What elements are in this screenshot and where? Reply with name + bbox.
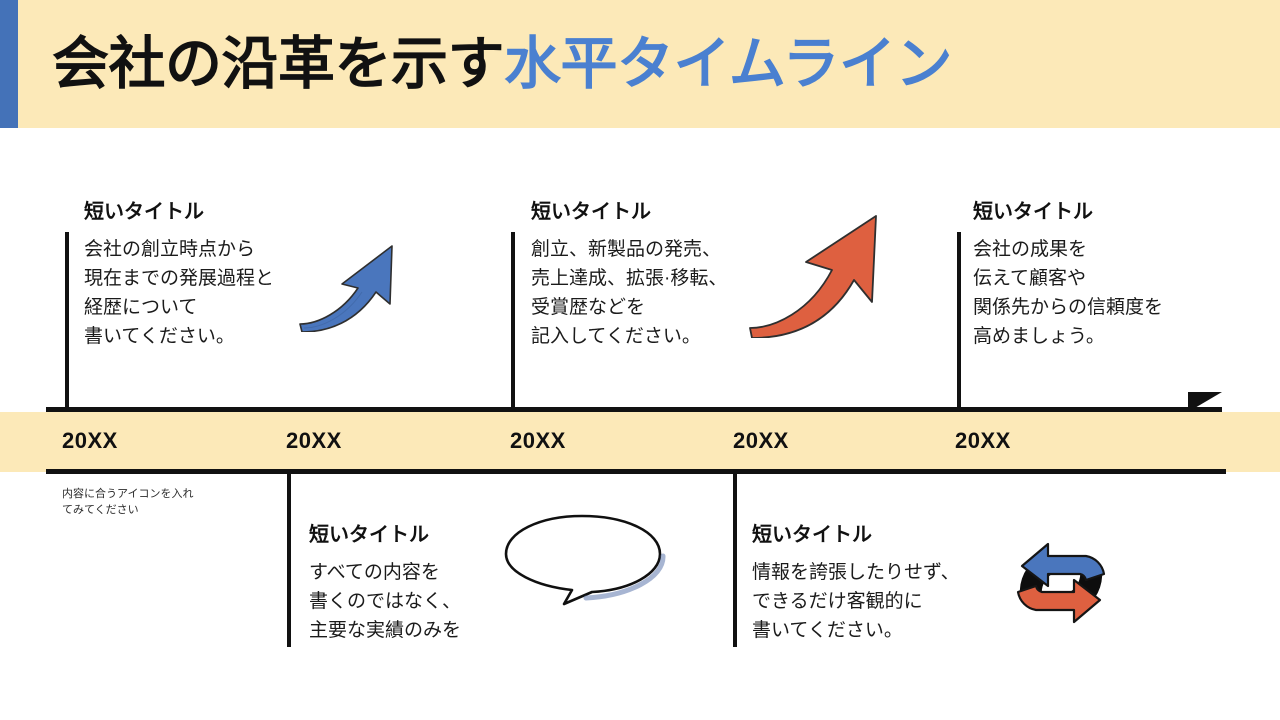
speech-bubble-icon [500, 512, 666, 608]
milestone-block-5-body: 情報を誇張したりせず、 できるだけ客観的に 書いてください。 [752, 562, 960, 641]
milestone-block-3-title: 短いタイトル [973, 201, 1093, 223]
page-title: 会社の沿革を示す水平タイムライン [52, 26, 1232, 102]
timeline-tick-up-3 [957, 232, 961, 410]
page-title-primary: 会社の沿革を示す [52, 32, 505, 96]
cycle-arrows-icon [1000, 522, 1122, 644]
year-label-1: 20XX [62, 428, 118, 453]
milestone-block-1[interactable]: 短いタイトル 会社の創立時点から 現在までの発展過程と 経歴について 書いてくだ… [84, 195, 384, 352]
upward-arrow-blue-icon [296, 240, 406, 333]
timeline-axis-top [46, 407, 1222, 412]
timeline-band [0, 412, 1280, 472]
timeline-tick-up-2 [511, 232, 515, 410]
header-accent-bar [0, 0, 18, 128]
milestone-block-3-body: 会社の成果を 伝えて顧客や 関係先からの信頼度を 高めましょう。 [973, 239, 1164, 347]
timeline-axis-bottom [46, 469, 1226, 474]
milestone-block-3[interactable]: 短いタイトル 会社の成果を 伝えて顧客や 関係先からの信頼度を 高めましょう。 [973, 195, 1253, 352]
milestone-block-2[interactable]: 短いタイトル 創立、新製品の発売、 売上達成、拡張·移転、 受賞歴などを 記入し… [531, 195, 831, 352]
upward-arrow-orange-icon [744, 214, 896, 339]
milestone-block-2-body: 創立、新製品の発売、 売上達成、拡張·移転、 受賞歴などを 記入してください。 [531, 239, 728, 347]
milestone-block-4-title: 短いタイトル [309, 524, 429, 546]
milestone-block-5-title: 短いタイトル [752, 524, 872, 546]
year-label-3: 20XX [510, 428, 566, 453]
year-label-2: 20XX [286, 428, 342, 453]
timeline-tick-down-2 [733, 472, 737, 647]
milestone-block-4-body: すべての内容を 書くのではなく、 主要な実績のみを [309, 562, 462, 641]
year-label-4: 20XX [733, 428, 789, 453]
timeline-arrow-icon [1188, 392, 1222, 412]
milestone-block-1-title: 短いタイトル [84, 201, 204, 223]
header-band [0, 0, 1280, 128]
timeline-tick-down-1 [287, 472, 291, 647]
timeline-tick-up-1 [65, 232, 69, 410]
year-label-5: 20XX [955, 428, 1011, 453]
milestone-block-4[interactable]: 短いタイトル すべての内容を 書くのではなく、 主要な実績のみを [309, 518, 599, 646]
milestone-block-2-title: 短いタイトル [531, 201, 651, 223]
milestone-block-5[interactable]: 短いタイトル 情報を誇張したりせず、 できるだけ客観的に 書いてください。 [752, 518, 1052, 646]
icon-hint-note: 内容に合うアイコンを入れ てみてください [62, 488, 194, 516]
milestone-block-1-body: 会社の創立時点から 現在までの発展過程と 経歴について 書いてください。 [84, 239, 275, 347]
page-title-accent: 水平タイムライン [504, 32, 953, 96]
